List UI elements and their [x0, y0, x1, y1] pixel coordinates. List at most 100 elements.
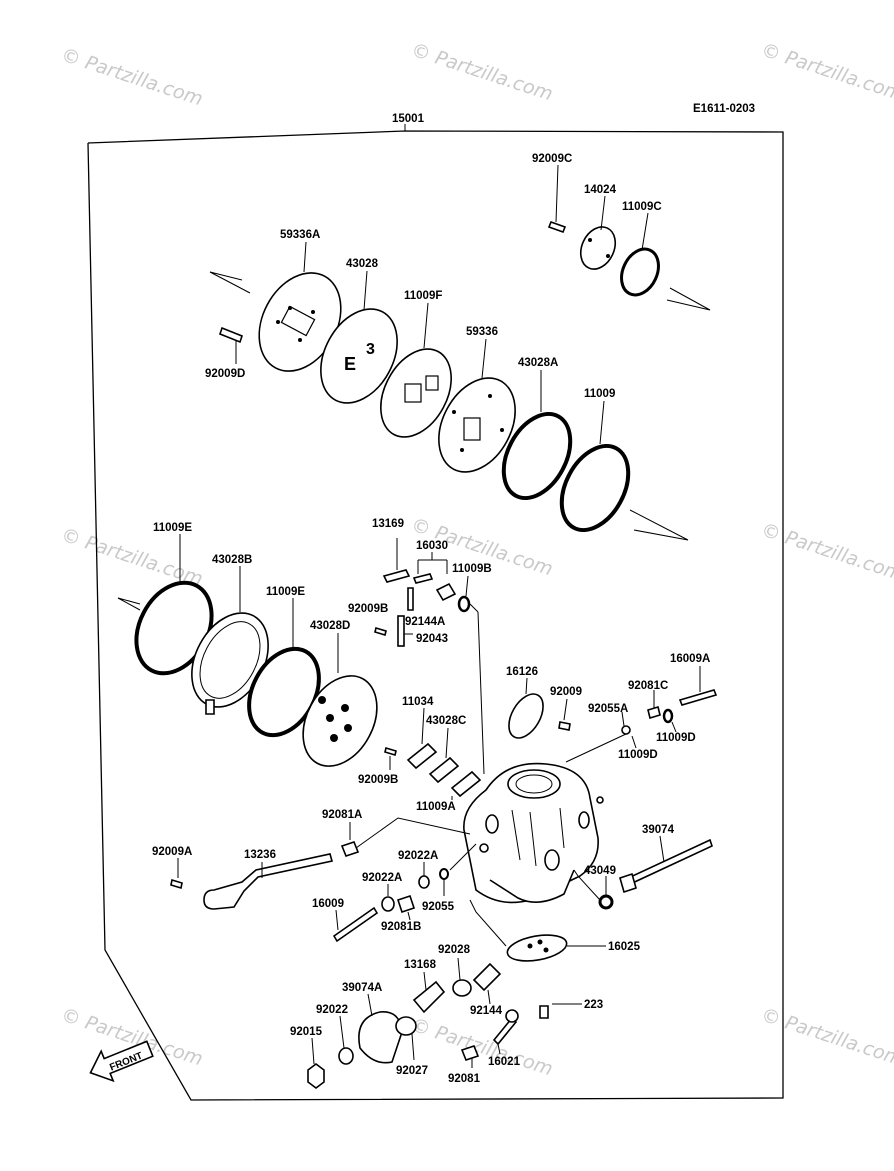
spring-icon — [396, 894, 416, 914]
part-label: 11009D — [618, 749, 658, 761]
o-ring-icon — [338, 1047, 354, 1065]
part-label: 11009E — [153, 522, 192, 534]
part-label: 92009 — [550, 686, 582, 698]
choke-shaft-icon — [623, 838, 713, 888]
part-label: 11034 — [402, 696, 434, 708]
plate-icon — [506, 934, 568, 962]
part-label: 16030 — [416, 540, 448, 552]
part-label: 43028 — [346, 258, 379, 270]
flange-icon — [489, 869, 575, 903]
o-ring-icon — [457, 595, 471, 613]
needle-icon — [412, 573, 434, 584]
part-label: 92043 — [416, 633, 448, 645]
assembly-label: 15001 — [392, 113, 425, 125]
adjuster-icon — [492, 1016, 518, 1046]
part-group-top-right — [547, 164, 711, 311]
part-label: 11009D — [656, 732, 696, 744]
nut-icon — [307, 1063, 325, 1089]
o-ring-icon — [418, 875, 430, 889]
part-label: 92028 — [438, 944, 471, 956]
part-label: 13169 — [372, 518, 404, 530]
spring-icon — [647, 705, 661, 720]
part-group-left-plates — [117, 534, 378, 767]
idle-screw-icon — [332, 906, 379, 943]
part-label: 16126 — [506, 666, 538, 678]
part-group-bottom — [307, 957, 582, 1089]
part-label: 43028D — [310, 620, 350, 632]
part-label: 92081C — [628, 680, 668, 692]
part-label: 11009A — [416, 801, 456, 813]
diaphragm-icon — [501, 411, 573, 501]
part-label: 11009B — [452, 563, 492, 575]
plate-icon — [438, 377, 516, 473]
part-label: 13168 — [404, 959, 437, 971]
carburetor-body — [463, 762, 604, 904]
watermark: © Partzilla.com — [758, 1004, 894, 1070]
part-label: 92081B — [381, 921, 421, 933]
pin-icon — [397, 615, 405, 647]
gasket-icon — [450, 770, 482, 798]
part-group-plate — [469, 899, 606, 962]
part-label: 92015 — [290, 1026, 323, 1038]
watermark: © Partzilla.com — [408, 1014, 555, 1080]
part-label: 92022A — [398, 850, 438, 862]
part-label: 92022A — [362, 872, 402, 884]
part-label: 43028A — [518, 357, 558, 369]
watermark: © Partzilla.com — [58, 44, 205, 110]
part-label: 16021 — [488, 1056, 521, 1068]
part-label: 92022 — [316, 1004, 348, 1016]
part-group-idle-parts — [332, 843, 477, 943]
diagram-code: E1611-0203 — [693, 103, 755, 115]
svg-text:3: 3 — [366, 341, 375, 358]
spring-icon — [460, 1045, 480, 1061]
watermarks: © Partzilla.com © Partzilla.com © Partzi… — [58, 39, 894, 1080]
part-label: 11009 — [584, 388, 615, 400]
screw-icon — [170, 878, 183, 890]
part-label: 59336A — [280, 229, 320, 241]
part-group-throttle-shaft — [170, 817, 471, 910]
front-arrow-icon — [89, 1040, 154, 1083]
screw-icon — [539, 1005, 549, 1019]
gasket-icon — [380, 348, 452, 438]
part-label: 92055 — [422, 901, 455, 913]
part-label: 16009A — [670, 653, 710, 665]
pin-icon — [205, 699, 215, 715]
part-group-upper-plates: E 3 — [209, 241, 689, 541]
screw-icon — [558, 721, 571, 731]
part-group-cover-gaskets — [384, 707, 482, 800]
cover-icon — [579, 226, 617, 270]
watermark: © Partzilla.com — [408, 39, 555, 105]
gasket-icon — [559, 443, 631, 533]
cam-icon — [358, 1011, 403, 1064]
o-ring-icon — [381, 896, 395, 912]
part-group-choke-shaft — [573, 835, 713, 910]
watermark: © Partzilla.com — [758, 519, 894, 585]
seal-icon — [598, 894, 614, 910]
part-label: 39074A — [342, 982, 382, 994]
part-label: 14024 — [584, 184, 617, 196]
part-label: 43049 — [584, 865, 616, 877]
screw-icon — [219, 326, 243, 344]
gasket-icon — [620, 247, 660, 297]
part-label: 43028C — [426, 715, 466, 727]
diaphragm-icon — [320, 308, 398, 404]
part-label: 11009E — [266, 586, 305, 598]
part-label: 16025 — [608, 941, 641, 953]
screw-icon — [384, 746, 397, 757]
watermark: © Partzilla.com — [758, 39, 894, 105]
part-group-valve-parts — [374, 538, 485, 775]
collar-icon — [395, 1016, 417, 1036]
lever-shaft-icon — [203, 853, 334, 910]
lever-icon — [382, 569, 411, 583]
part-label: 59336 — [466, 326, 498, 338]
washer-icon — [621, 725, 631, 735]
bore-icon — [544, 849, 560, 871]
shaft-icon — [678, 689, 718, 706]
part-label: 11009F — [404, 290, 442, 302]
part-label: 92009D — [205, 368, 245, 380]
screw-icon — [374, 626, 387, 637]
part-label: 92144 — [470, 1005, 503, 1017]
spring-icon — [340, 841, 360, 857]
